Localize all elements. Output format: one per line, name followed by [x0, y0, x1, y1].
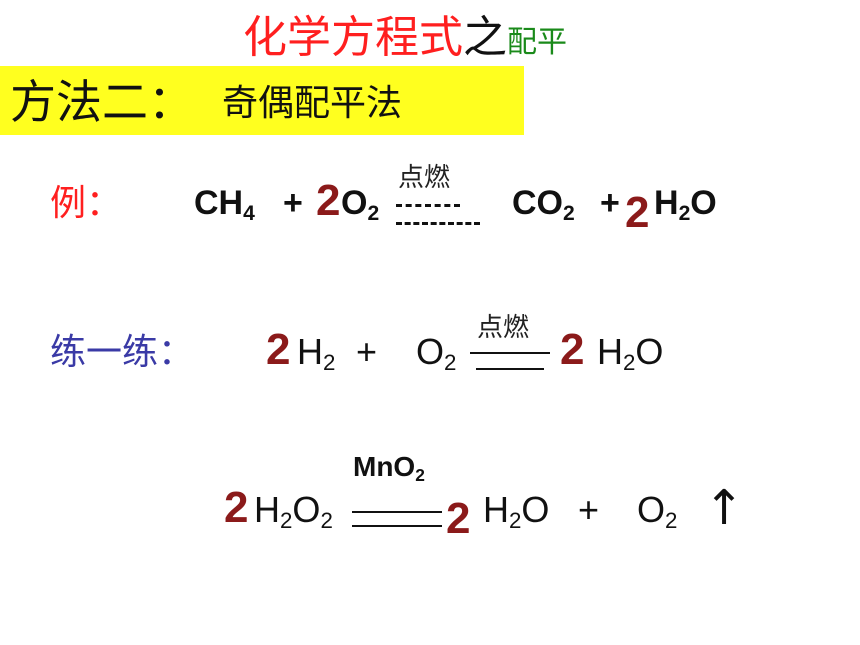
example-plus-1: + — [283, 184, 303, 222]
practice-reactant-o2: O2 — [416, 331, 457, 376]
decomposition-product-o2: O2 — [637, 489, 678, 534]
decomposition-coef-h2o: 2 — [446, 494, 471, 543]
decomposition-coef-h2o2: 2 — [224, 483, 249, 532]
h2o-h: H — [654, 184, 679, 222]
gas-arrow-icon: ↑ — [704, 480, 745, 536]
example-plus-2: + — [600, 184, 620, 222]
h2o2-h: H — [254, 489, 280, 530]
title-part-of: 之 — [463, 12, 507, 63]
example-coef-o2: 2 — [316, 176, 341, 225]
o2-formula: O — [416, 331, 445, 372]
h2-subscript: 2 — [323, 350, 336, 376]
h2o-subscript: 2 — [509, 508, 522, 534]
example-reactant-ch4: CH4 — [194, 184, 255, 225]
example-product-h2o: H2O — [654, 184, 717, 225]
ch4-formula: CH — [194, 184, 244, 222]
decomposition-reactant-h2o2: H2O2 — [254, 489, 333, 534]
co2-subscript: 2 — [563, 201, 575, 225]
decomposition-catalyst: MnO2 — [353, 451, 425, 485]
method-heading: 方法二： — [10, 75, 194, 129]
practice-plus: + — [356, 331, 378, 372]
example-label: 例： — [50, 183, 123, 224]
practice-coef-h2: 2 — [266, 325, 291, 374]
practice-condition: 点燃 — [477, 313, 530, 343]
practice-product-h2o: H2O — [597, 331, 664, 376]
method-name: 奇偶配平法 — [222, 83, 403, 124]
practice-label: 练一练： — [50, 332, 195, 373]
h2o-o: O — [690, 184, 717, 222]
co2-formula: CO — [512, 184, 563, 222]
h2o2-subscript-1: 2 — [280, 508, 293, 534]
h2o-subscript: 2 — [678, 201, 691, 225]
title-part-equation: 化学方程式 — [243, 12, 463, 63]
mno2-formula: MnO — [353, 451, 416, 482]
decomposition-product-h2o: H2O — [483, 489, 550, 534]
practice-reactant-h2: H2 — [297, 331, 336, 376]
h2o-h: H — [597, 331, 623, 372]
example-product-co2: CO2 — [512, 184, 575, 225]
decomposition-equals-bottom — [352, 525, 442, 527]
ch4-subscript: 4 — [243, 201, 255, 225]
example-arrow-dash-bottom — [396, 222, 480, 225]
mno2-subscript: 2 — [415, 464, 425, 485]
h2o-o: O — [635, 331, 664, 372]
h2o2-o: O — [292, 489, 321, 530]
title-part-balancing: 配平 — [507, 25, 567, 60]
example-coef-h2o: 2 — [625, 188, 650, 237]
o2-formula: O — [637, 489, 666, 530]
example-arrow-dash-top — [396, 204, 460, 207]
slide-title: 化学方程式之配平 — [243, 8, 567, 73]
practice-equals-top — [470, 352, 550, 354]
example-condition: 点燃 — [398, 163, 451, 193]
practice-equals-bottom — [476, 368, 544, 370]
h2o-h: H — [483, 489, 509, 530]
decomposition-equals-top — [352, 511, 442, 513]
o2-subscript: 2 — [367, 201, 380, 225]
h2-formula: H — [297, 331, 323, 372]
o2-subscript: 2 — [444, 350, 457, 376]
h2o-subscript: 2 — [623, 350, 636, 376]
practice-coef-h2o: 2 — [560, 325, 585, 374]
decomposition-plus: + — [578, 489, 600, 530]
h2o-o: O — [521, 489, 550, 530]
o2-subscript: 2 — [665, 508, 678, 534]
example-reactant-o2: O2 — [341, 184, 380, 225]
method-banner — [0, 66, 524, 135]
h2o2-subscript-2: 2 — [320, 508, 333, 534]
o2-formula: O — [341, 184, 368, 222]
